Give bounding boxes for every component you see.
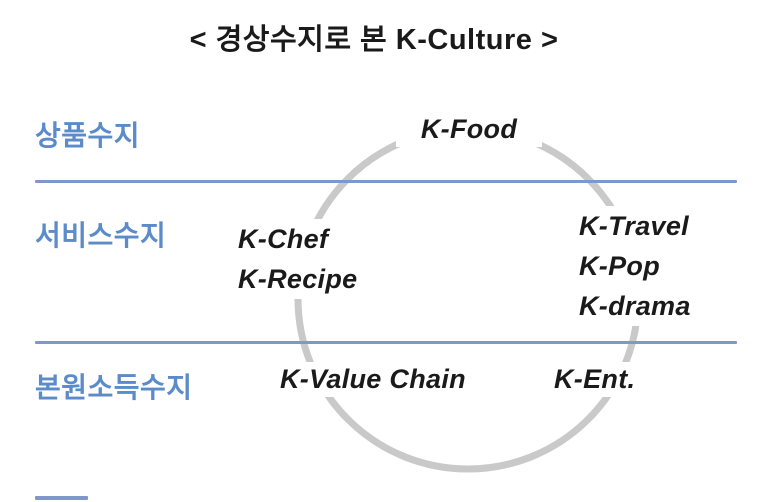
item-k-value-chain: K-Value Chain xyxy=(272,362,474,397)
items-right-group: K-Travel K-Pop K-drama xyxy=(571,206,701,326)
item-k-recipe: K-Recipe xyxy=(238,264,358,294)
item-k-travel: K-Travel xyxy=(579,211,689,241)
row-label-goods-balance: 상품수지 xyxy=(35,120,141,151)
item-k-pop: K-Pop xyxy=(579,251,660,281)
item-k-chef: K-Chef xyxy=(238,224,329,254)
item-k-ent: K-Ent. xyxy=(546,362,644,397)
page-title: < 경상수지로 본 K-Culture > xyxy=(189,24,559,56)
item-k-food: K-Food xyxy=(396,112,542,147)
divider-line-goods-services xyxy=(35,180,737,183)
item-k-drama: K-drama xyxy=(579,291,691,321)
items-left-group: K-Chef K-Recipe xyxy=(230,219,368,299)
row-label-services-balance: 서비스수지 xyxy=(35,220,167,251)
divider-line-bottom-partial xyxy=(35,496,88,500)
divider-line-services-income xyxy=(35,341,737,344)
row-label-primary-income-balance: 본원소득수지 xyxy=(35,372,193,403)
